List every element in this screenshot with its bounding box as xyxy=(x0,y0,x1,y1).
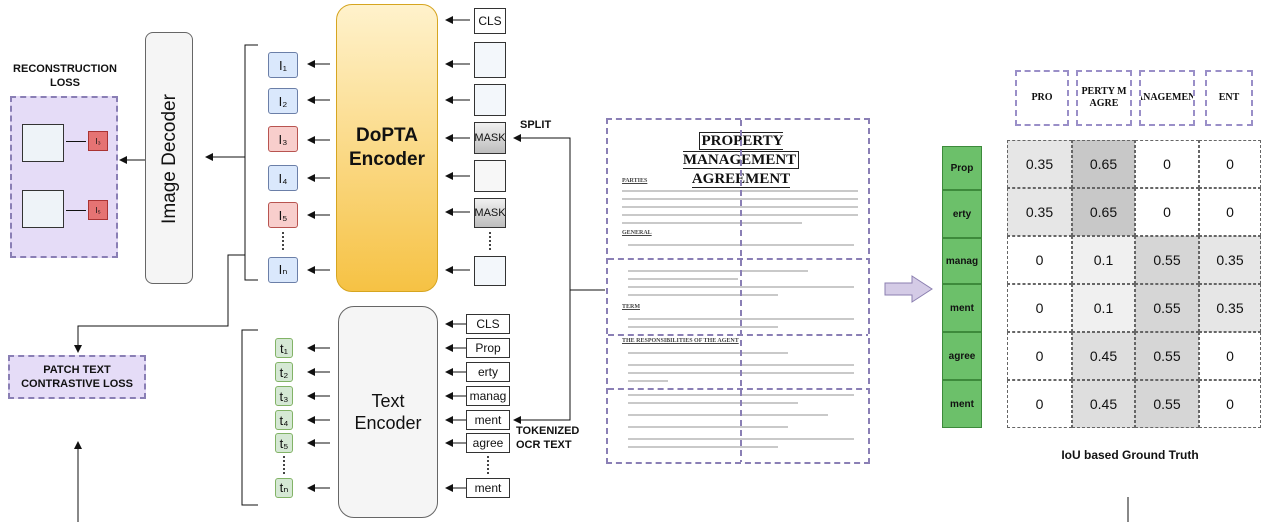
iou-cell: 0.55 xyxy=(1135,380,1199,428)
iou-cell: 0.45 xyxy=(1072,380,1135,428)
iou-cell: 0.55 xyxy=(1135,284,1199,332)
iou-cell: 0.55 xyxy=(1135,236,1199,284)
contrastive-loss-box: PATCH TEXT CONTRASTIVE LOSS xyxy=(8,355,146,399)
iou-cell: 0.65 xyxy=(1072,188,1135,236)
recon-token-bottom: I₅ xyxy=(88,200,108,220)
tokenized-ocr-label: TOKENIZED OCR TEXT xyxy=(516,425,580,451)
iou-cell: 0.65 xyxy=(1072,140,1135,188)
iou-cell: 0 xyxy=(1007,380,1072,428)
text-encoder-block: Text Encoder xyxy=(338,306,438,518)
image-token-4: I₄ xyxy=(268,165,298,191)
text-token-n: tₙ xyxy=(275,478,293,498)
recon-arrow-top xyxy=(66,141,86,142)
text-token-1: t₁ xyxy=(275,338,293,358)
patch-thumbnail-1 xyxy=(474,42,506,78)
patch-ellipsis xyxy=(489,232,491,250)
recon-thumbnail-top xyxy=(22,124,64,162)
iou-cell: 0.35 xyxy=(1007,188,1072,236)
image-token-3: I₃ xyxy=(268,126,298,152)
patch-thumbnail-n xyxy=(474,256,506,286)
reconstruction-loss-title: RECONSTRUCTION LOSS xyxy=(13,63,117,89)
image-token-2: I₂ xyxy=(268,88,298,114)
column-header-2: PERTY M AGRE xyxy=(1076,70,1132,126)
row-token-ment-2: ment xyxy=(942,380,982,428)
image-decoder-block: Image Decoder xyxy=(145,32,193,284)
row-token-manag: manag xyxy=(942,238,982,284)
reconstruction-loss-box: I₃ I₅ xyxy=(10,96,118,258)
image-token-1: I₁ xyxy=(268,52,298,78)
iou-cell: 0 xyxy=(1199,140,1261,188)
iou-cell: 0.1 xyxy=(1072,236,1135,284)
iou-cell: 0 xyxy=(1199,332,1261,380)
ocr-token-erty: erty xyxy=(466,362,510,382)
iou-cell: 0.1 xyxy=(1072,284,1135,332)
ocr-token-ment-2: ment xyxy=(466,478,510,498)
image-token-n: Iₙ xyxy=(268,257,298,283)
column-header-1: PRO xyxy=(1015,70,1069,126)
ocr-token-prop: Prop xyxy=(466,338,510,358)
iou-cell: 0 xyxy=(1135,140,1199,188)
document-section-parties: PARTIES xyxy=(622,178,648,184)
row-token-erty: erty xyxy=(942,190,982,238)
document-page: PROPERTY MANAGEMENT AGREEMENT PARTIES GE… xyxy=(606,118,870,464)
column-header-4: ENT xyxy=(1205,70,1253,126)
document-section-term: TERM xyxy=(622,304,640,310)
dopta-encoder-block: DoPTA Encoder xyxy=(336,4,438,292)
image-token-ellipsis xyxy=(282,232,284,250)
ocr-token-manag: manag xyxy=(466,386,510,406)
iou-cell: 0.35 xyxy=(1007,140,1072,188)
text-token-4: t₄ xyxy=(275,410,293,430)
recon-thumbnail-bottom xyxy=(22,190,64,228)
ocr-token-ellipsis xyxy=(487,456,489,474)
column-header-3: IANAGEMENT xyxy=(1139,70,1195,126)
iou-cell: 0.35 xyxy=(1199,236,1261,284)
iou-cell: 0.45 xyxy=(1072,332,1135,380)
text-encoder-label: Text Encoder xyxy=(354,391,422,433)
row-token-agree: agree xyxy=(942,332,982,380)
patch-thumbnail-2 xyxy=(474,84,506,116)
text-token-ellipsis xyxy=(283,456,285,474)
iou-cell: 0 xyxy=(1007,332,1072,380)
text-token-2: t₂ xyxy=(275,362,293,382)
patch-cls: CLS xyxy=(474,8,506,34)
iou-cell: 0.35 xyxy=(1199,284,1261,332)
iou-cell: 0 xyxy=(1007,284,1072,332)
iou-cell: 0 xyxy=(1007,236,1072,284)
dopta-encoder-label: DoPTA Encoder xyxy=(348,125,426,170)
image-token-5: I₅ xyxy=(268,202,298,228)
iou-caption: IoU based Ground Truth xyxy=(1061,448,1199,462)
document-section-general: GENERAL xyxy=(622,230,652,236)
text-token-5: t₅ xyxy=(275,433,293,453)
recon-token-top: I₃ xyxy=(88,131,108,151)
iou-cell: 0 xyxy=(1135,188,1199,236)
ocr-token-cls: CLS xyxy=(466,314,510,334)
document-title: PROPERTY MANAGEMENT AGREEMENT xyxy=(650,132,832,188)
patch-thumbnail-4 xyxy=(474,160,506,192)
ocr-token-ment: ment xyxy=(466,410,510,430)
ocr-token-agree: agree xyxy=(466,433,510,453)
document-title-line1: PROPERTY MANAGEMENT xyxy=(682,132,800,169)
text-token-3: t₃ xyxy=(275,386,293,406)
image-decoder-label: Image Decoder xyxy=(159,94,180,224)
recon-arrow-bottom xyxy=(66,210,86,211)
row-token-prop: Prop xyxy=(942,146,982,190)
iou-matrix: 0.35 0.65 0 0 0.35 0.65 0 0 0 0.1 0.55 0… xyxy=(1007,140,1261,428)
patch-mask-1: MASK xyxy=(474,122,506,154)
document-section-responsibilities: THE RESPONSIBILITIES OF THE AGENT xyxy=(622,338,739,344)
patch-mask-2: MASK xyxy=(474,198,506,228)
iou-cell: 0.55 xyxy=(1135,332,1199,380)
iou-cell: 0 xyxy=(1199,188,1261,236)
split-label: SPLIT xyxy=(520,119,552,131)
row-token-ment: ment xyxy=(942,284,982,332)
iou-cell: 0 xyxy=(1199,380,1261,428)
